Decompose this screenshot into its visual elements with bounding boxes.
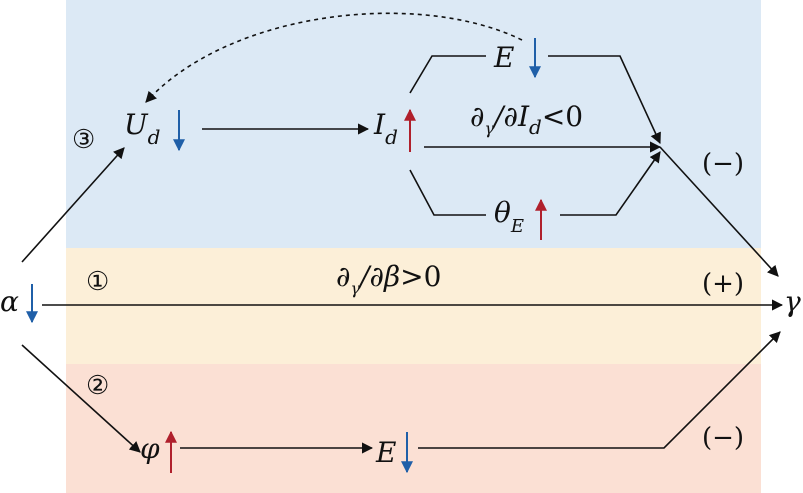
path-label-3: ③ xyxy=(72,125,95,155)
sign-middle: (+) xyxy=(702,269,744,299)
sign-bottom: (−) xyxy=(702,423,744,453)
relation-middle: ∂γ/∂β>0 xyxy=(336,260,441,298)
edge-branch-theta-out xyxy=(560,151,661,216)
node-theta-e: θE xyxy=(494,196,524,237)
relation-top-partial: ∂ xyxy=(470,100,484,133)
edge-branch-e-out xyxy=(548,55,661,145)
sign-top: (−) xyxy=(702,149,744,179)
node-gamma: γ xyxy=(784,285,801,318)
relation-top-var: I xyxy=(517,100,530,133)
node-ud: Ud xyxy=(124,108,160,149)
relation-top-cmp: <0 xyxy=(542,100,583,133)
relation-top-var-sub: d xyxy=(529,115,542,139)
relation-mid-mid: /∂β xyxy=(357,260,400,293)
edge-alpha-to-phi xyxy=(21,344,141,453)
edge-alpha-to-ud xyxy=(21,147,125,263)
relation-top-gamma: γ xyxy=(484,119,494,138)
band-bottom xyxy=(66,364,761,493)
path-label-2: ② xyxy=(86,371,109,401)
node-phi: φ xyxy=(140,432,160,465)
node-id-main: I xyxy=(373,108,386,141)
node-e-top: E xyxy=(493,41,514,74)
node-ud-main: U xyxy=(124,108,149,141)
node-theta-main: θ xyxy=(494,196,511,229)
edge-branch-theta xyxy=(409,169,486,216)
edge-merge-to-gamma xyxy=(659,146,779,277)
node-e-bottom: E xyxy=(375,436,396,469)
node-id: Id xyxy=(373,108,398,149)
relation-top-mid: /∂ xyxy=(491,100,518,133)
relation-mid-partial: ∂ xyxy=(336,260,350,293)
node-ud-sub: d xyxy=(148,125,161,149)
relation-mid-gamma: γ xyxy=(350,279,360,298)
edge-feedback-dashed xyxy=(145,12,523,103)
relation-mid-cmp: >0 xyxy=(400,260,441,293)
band-top xyxy=(66,0,761,248)
path-label-1: ① xyxy=(86,267,109,297)
node-id-sub: d xyxy=(385,125,398,149)
relation-top: ∂γ/∂Id<0 xyxy=(470,100,583,139)
band-middle xyxy=(66,248,761,364)
edge-e-to-gamma xyxy=(418,331,781,449)
node-theta-sub: E xyxy=(510,216,524,237)
edge-branch-e xyxy=(409,55,486,94)
node-alpha: α xyxy=(0,285,19,318)
